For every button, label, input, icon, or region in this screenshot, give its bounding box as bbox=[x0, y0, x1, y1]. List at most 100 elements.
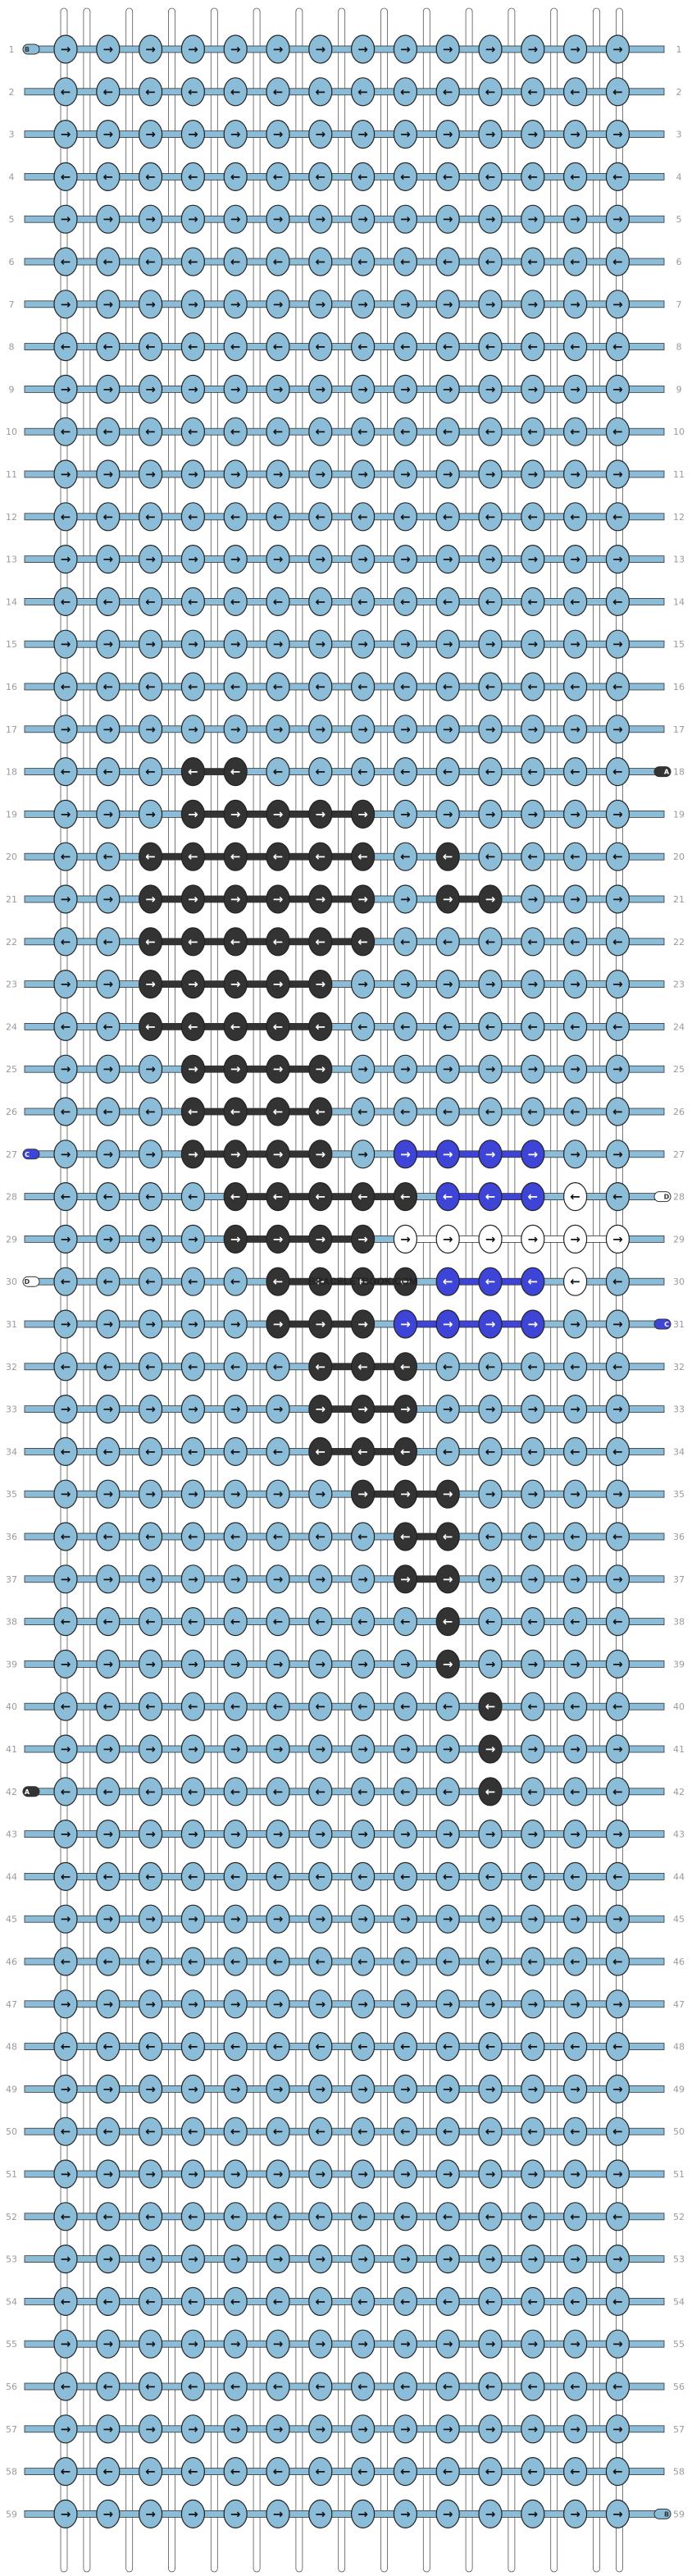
arrow-left-icon: ← bbox=[188, 594, 198, 609]
arrow-right-icon: → bbox=[570, 127, 580, 142]
arrow-left-icon: ← bbox=[612, 1615, 623, 1629]
row-number-left: 14 bbox=[6, 596, 17, 607]
arrow-right-icon: → bbox=[485, 2167, 496, 2181]
arrow-right-icon: → bbox=[443, 977, 453, 992]
arrow-left-icon: ← bbox=[485, 169, 496, 184]
arrow-right-icon: → bbox=[528, 1487, 539, 1501]
arrow-left-icon: ← bbox=[528, 84, 539, 99]
arrow-right-icon: → bbox=[145, 1572, 156, 1587]
arrow-left-icon: ← bbox=[485, 1869, 496, 1884]
arrow-left-icon: ← bbox=[485, 2209, 496, 2224]
arrow-left-icon: ← bbox=[188, 1784, 198, 1799]
arrow-right-icon: → bbox=[145, 1911, 156, 1926]
arrow-left-icon: ← bbox=[612, 2209, 623, 2224]
arrow-right-icon: → bbox=[528, 1572, 539, 1587]
arrow-left-icon: ← bbox=[570, 2379, 580, 2394]
arrow-left-icon: ← bbox=[357, 1954, 368, 1969]
row-number-left: 6 bbox=[9, 257, 15, 267]
arrow-left-icon: ← bbox=[357, 254, 368, 269]
arrow-left-icon: ← bbox=[273, 2209, 284, 2224]
row-number-right: 59 bbox=[673, 2509, 685, 2519]
arrow-left-icon: ← bbox=[570, 1615, 580, 1629]
arrow-left-icon: ← bbox=[61, 1190, 71, 1204]
arrow-left-icon: ← bbox=[357, 765, 368, 779]
arrow-right-icon: → bbox=[357, 977, 368, 992]
arrow-right-icon: → bbox=[273, 977, 284, 992]
arrow-right-icon: → bbox=[230, 1487, 241, 1501]
arrow-right-icon: → bbox=[61, 1572, 71, 1587]
arrow-left-icon: ← bbox=[570, 594, 580, 609]
arrow-right-icon: → bbox=[612, 1656, 623, 1671]
arrow-left-icon: ← bbox=[103, 1869, 114, 1884]
arrow-left-icon: ← bbox=[612, 2379, 623, 2394]
arrow-left-icon: ← bbox=[443, 849, 453, 864]
arrow-right-icon: → bbox=[273, 2422, 284, 2437]
arrow-right-icon: → bbox=[145, 2336, 156, 2351]
arrow-right-icon: → bbox=[61, 637, 71, 651]
arrow-left-icon: ← bbox=[528, 1190, 539, 1204]
arrow-left-icon: ← bbox=[570, 84, 580, 99]
arrow-right-icon: → bbox=[400, 1997, 411, 2012]
arrow-left-icon: ← bbox=[103, 1359, 114, 1374]
arrow-left-icon: ← bbox=[230, 509, 241, 524]
arrow-right-icon: → bbox=[400, 977, 411, 992]
arrow-right-icon: → bbox=[61, 2422, 71, 2437]
row-number-right: 18 bbox=[673, 767, 685, 778]
arrow-right-icon: → bbox=[357, 1911, 368, 1926]
arrow-right-icon: → bbox=[528, 1827, 539, 1842]
row-number-right: 55 bbox=[673, 2339, 685, 2350]
arrow-right-icon: → bbox=[145, 1231, 156, 1246]
arrow-left-icon: ← bbox=[61, 1615, 71, 1629]
arrow-left-icon: ← bbox=[230, 1019, 241, 1034]
arrow-right-icon: → bbox=[528, 42, 539, 57]
arrow-right-icon: → bbox=[316, 1231, 326, 1246]
arrow-right-icon: → bbox=[485, 1402, 496, 1417]
arrow-right-icon: → bbox=[230, 42, 241, 57]
arrow-right-icon: → bbox=[273, 2167, 284, 2181]
row-number-right: 57 bbox=[673, 2424, 685, 2435]
row-number-left: 18 bbox=[6, 767, 17, 778]
arrow-right-icon: → bbox=[570, 1487, 580, 1501]
arrow-right-icon: → bbox=[570, 977, 580, 992]
arrow-right-icon: → bbox=[443, 1062, 453, 1076]
arrow-left-icon: ← bbox=[316, 1699, 326, 1714]
arrow-left-icon: ← bbox=[357, 1104, 368, 1119]
arrow-left-icon: ← bbox=[61, 340, 71, 354]
arrow-right-icon: → bbox=[145, 1487, 156, 1501]
knot bbox=[521, 34, 545, 64]
row-number-right: 31 bbox=[673, 1319, 685, 1330]
arrow-right-icon: → bbox=[103, 1656, 114, 1671]
knot bbox=[139, 34, 163, 64]
arrow-left-icon: ← bbox=[570, 1699, 580, 1714]
arrow-left-icon: ← bbox=[145, 765, 156, 779]
arrow-right-icon: → bbox=[528, 212, 539, 226]
row-number-right: 19 bbox=[673, 809, 685, 820]
arrow-left-icon: ← bbox=[443, 1784, 453, 1799]
arrow-left-icon: ← bbox=[528, 1104, 539, 1119]
arrow-left-icon: ← bbox=[443, 84, 453, 99]
arrow-left-icon: ← bbox=[570, 254, 580, 269]
arrow-left-icon: ← bbox=[528, 2039, 539, 2054]
arrow-left-icon: ← bbox=[357, 2294, 368, 2309]
arrow-left-icon: ← bbox=[273, 169, 284, 184]
arrow-left-icon: ← bbox=[357, 424, 368, 439]
arrow-left-icon: ← bbox=[485, 2039, 496, 2054]
arrow-left-icon: ← bbox=[357, 1529, 368, 1544]
row-number-right: 42 bbox=[673, 1787, 685, 1797]
arrow-right-icon: → bbox=[61, 127, 71, 142]
arrow-left-icon: ← bbox=[570, 1019, 580, 1034]
arrow-left-icon: ← bbox=[273, 340, 284, 354]
arrow-left-icon: ← bbox=[61, 2039, 71, 2054]
arrow-left-icon: ← bbox=[145, 1784, 156, 1799]
arrow-right-icon: → bbox=[357, 127, 368, 142]
arrow-left-icon: ← bbox=[188, 2379, 198, 2394]
arrow-left-icon: ← bbox=[528, 679, 539, 694]
row-number-left: 25 bbox=[6, 1064, 17, 1075]
arrow-left-icon: ← bbox=[357, 2464, 368, 2479]
arrow-left-icon: ← bbox=[570, 1954, 580, 1969]
arrow-right-icon: → bbox=[612, 2252, 623, 2267]
arrow-right-icon: → bbox=[485, 722, 496, 737]
row-number-left: 58 bbox=[6, 2467, 17, 2478]
row-number-left: 57 bbox=[6, 2424, 17, 2435]
arrow-right-icon: → bbox=[443, 2252, 453, 2267]
